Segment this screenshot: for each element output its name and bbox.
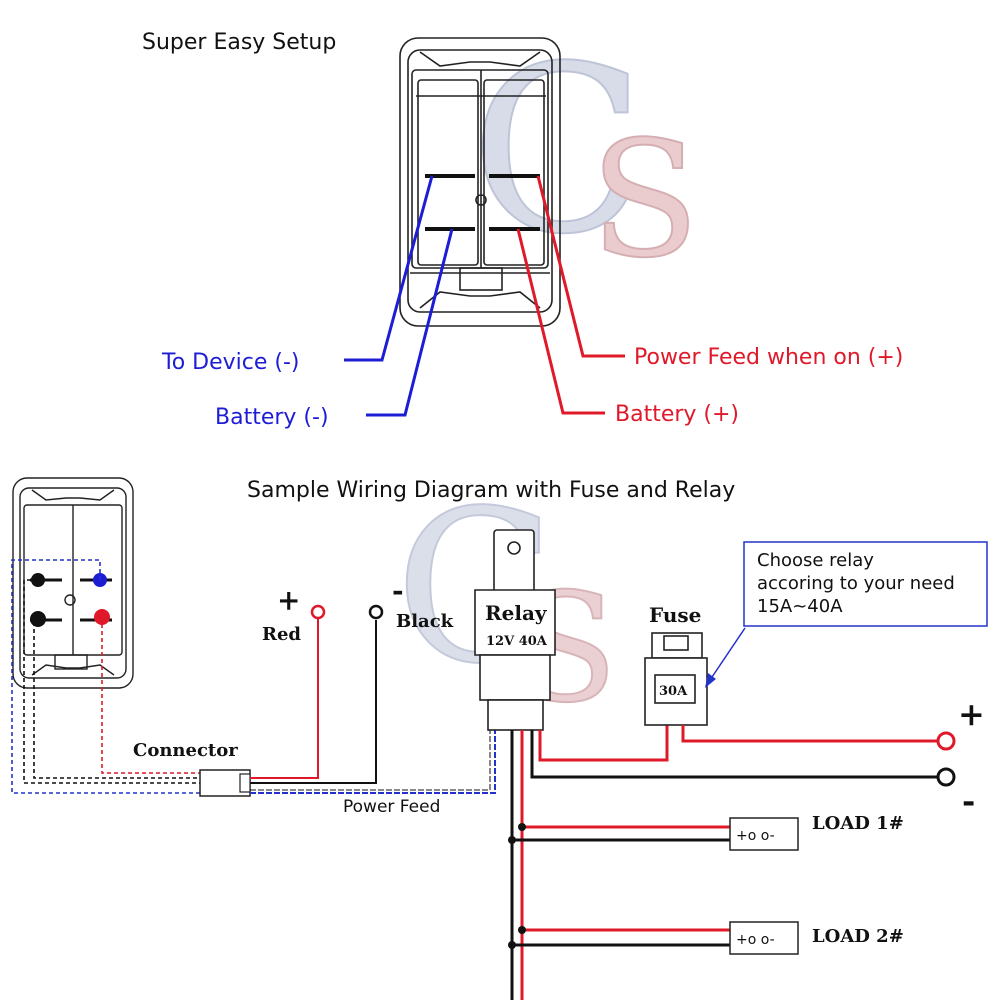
label-battery-neg: Battery (-) xyxy=(215,405,329,430)
connector-tab xyxy=(239,773,251,793)
top-wires xyxy=(344,175,625,417)
battery-neg-terminal xyxy=(936,767,956,787)
relay-note-box xyxy=(743,541,988,627)
bottom-title: Sample Wiring Diagram with Fuse and Rela… xyxy=(247,478,735,503)
watermark-c: C xyxy=(470,18,646,285)
switch-terminals xyxy=(425,174,540,231)
wire-power-feed-shadow xyxy=(250,730,491,791)
note-line-1: Choose relay xyxy=(757,550,874,571)
label-battery-pos: Battery (+) xyxy=(615,402,739,427)
black-label: Black xyxy=(396,611,454,632)
relay-rating: 12V 40A xyxy=(486,634,548,649)
relay-wires xyxy=(510,725,940,1000)
note-arrow xyxy=(707,627,746,684)
load2-terminals: +o o- xyxy=(736,932,775,948)
wire-battery-neg xyxy=(366,228,454,417)
label-to-device: To Device (-) xyxy=(161,350,300,375)
red-plus-sign: + xyxy=(277,584,300,617)
load1-terminals: +o o- xyxy=(736,828,775,844)
load2-label: LOAD 2# xyxy=(812,926,904,947)
rocker-switch-small xyxy=(12,477,134,689)
black-minus-sign: - xyxy=(392,574,404,607)
wire-power-feed-on xyxy=(536,175,625,358)
watermark-s: S xyxy=(590,106,700,293)
wire-power-feed xyxy=(250,730,496,794)
label-power-feed-on: Power Feed when on (+) xyxy=(634,345,903,370)
battery-plus-sign: + xyxy=(958,695,985,733)
note-line-2: accoring to your need xyxy=(757,573,955,594)
connector-label: Connector xyxy=(133,740,238,761)
black-ring-terminal xyxy=(368,604,384,620)
red-ring-terminal xyxy=(310,604,326,620)
watermark-top: C S xyxy=(469,17,701,294)
load-2: +o o- xyxy=(729,921,799,955)
load1-label: LOAD 1# xyxy=(812,813,904,834)
fuse-label: Fuse xyxy=(649,603,701,627)
wire-red-lead xyxy=(250,618,319,779)
wire-black-lead xyxy=(250,620,377,784)
note-line-3: 15A~40A xyxy=(757,596,843,617)
load-1: +o o- xyxy=(729,817,799,851)
wire-fuse-to-battery xyxy=(681,725,940,743)
top-title: Super Easy Setup xyxy=(142,30,336,55)
fuse-rating: 30A xyxy=(659,684,688,699)
power-feed-label: Power Feed xyxy=(343,797,440,817)
junction-dots xyxy=(508,823,526,949)
fuse xyxy=(644,632,708,726)
dashed-wires xyxy=(11,559,200,794)
relay-label: Relay xyxy=(485,601,548,625)
wire-to-device xyxy=(344,175,434,362)
note-arrow-head xyxy=(705,673,716,688)
relay xyxy=(474,529,556,731)
battery-pos-terminal xyxy=(936,731,956,751)
battery-minus-sign: - xyxy=(962,782,975,820)
wire-battery-pos xyxy=(516,228,605,415)
red-label: Red xyxy=(262,624,301,645)
